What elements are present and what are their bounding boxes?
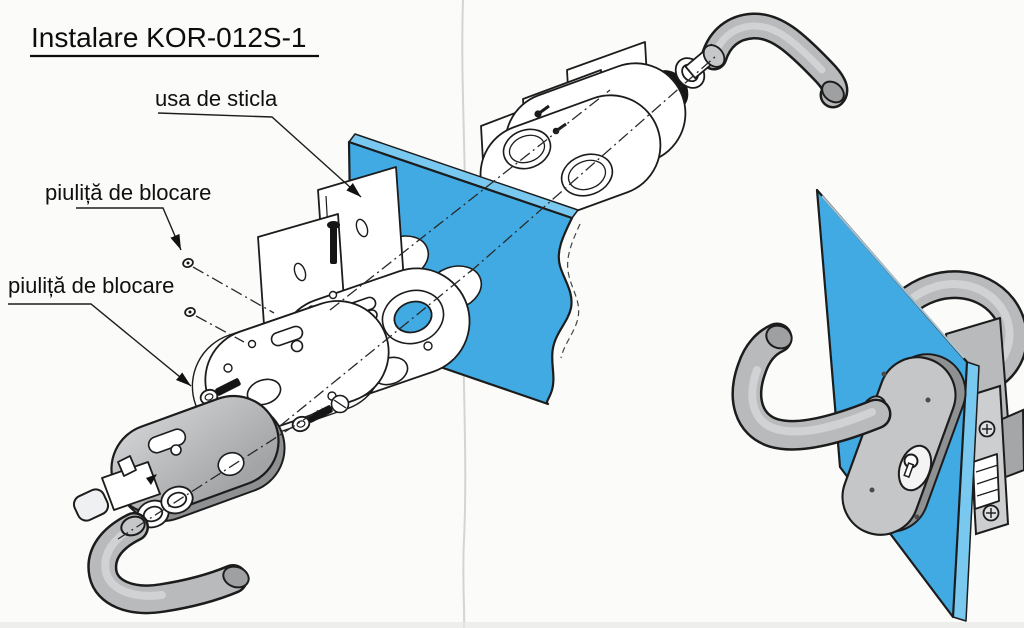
diagram-title: Instalare KOR-012S-1 xyxy=(31,22,306,53)
handle-end-cap xyxy=(222,565,250,589)
handle-end-cap xyxy=(765,324,793,350)
exploded-view xyxy=(72,12,849,615)
leader-glass-door xyxy=(157,112,362,198)
inner-trim-group xyxy=(72,394,286,615)
keyhole-slot xyxy=(147,428,187,454)
outer-escutcheon-plates xyxy=(479,62,687,226)
leader-lock-nut-1 xyxy=(76,207,182,251)
handle-neck-rosette xyxy=(702,44,726,68)
fixing-screws xyxy=(182,221,340,433)
handle-hole xyxy=(217,451,245,477)
inner-lever-handle xyxy=(87,512,250,615)
page-bottom-shadow xyxy=(0,622,1024,628)
outer-lever-handle xyxy=(700,12,849,109)
assembled-view xyxy=(731,188,1024,622)
leader-lock-nut-2 xyxy=(8,303,192,387)
label-glass-door: usa de sticla xyxy=(155,86,278,111)
assembly-axis-lines xyxy=(117,55,717,540)
glass-broken-edge-dash xyxy=(560,223,581,359)
outer-trim-group xyxy=(479,12,849,234)
thumbturn-cylinder xyxy=(72,455,161,522)
assembled-inner-handle xyxy=(731,322,892,451)
grub-screw xyxy=(330,226,337,264)
label-lock-nut-1: piuliță de blocare xyxy=(45,180,211,205)
handle-end-cap xyxy=(821,80,845,104)
annotations: Instalare KOR-012S-1 usa de sticla piuli… xyxy=(8,22,362,387)
mortise-latch-assembly xyxy=(945,317,1024,536)
label-lock-nut-2: piuliță de blocare xyxy=(8,273,174,298)
